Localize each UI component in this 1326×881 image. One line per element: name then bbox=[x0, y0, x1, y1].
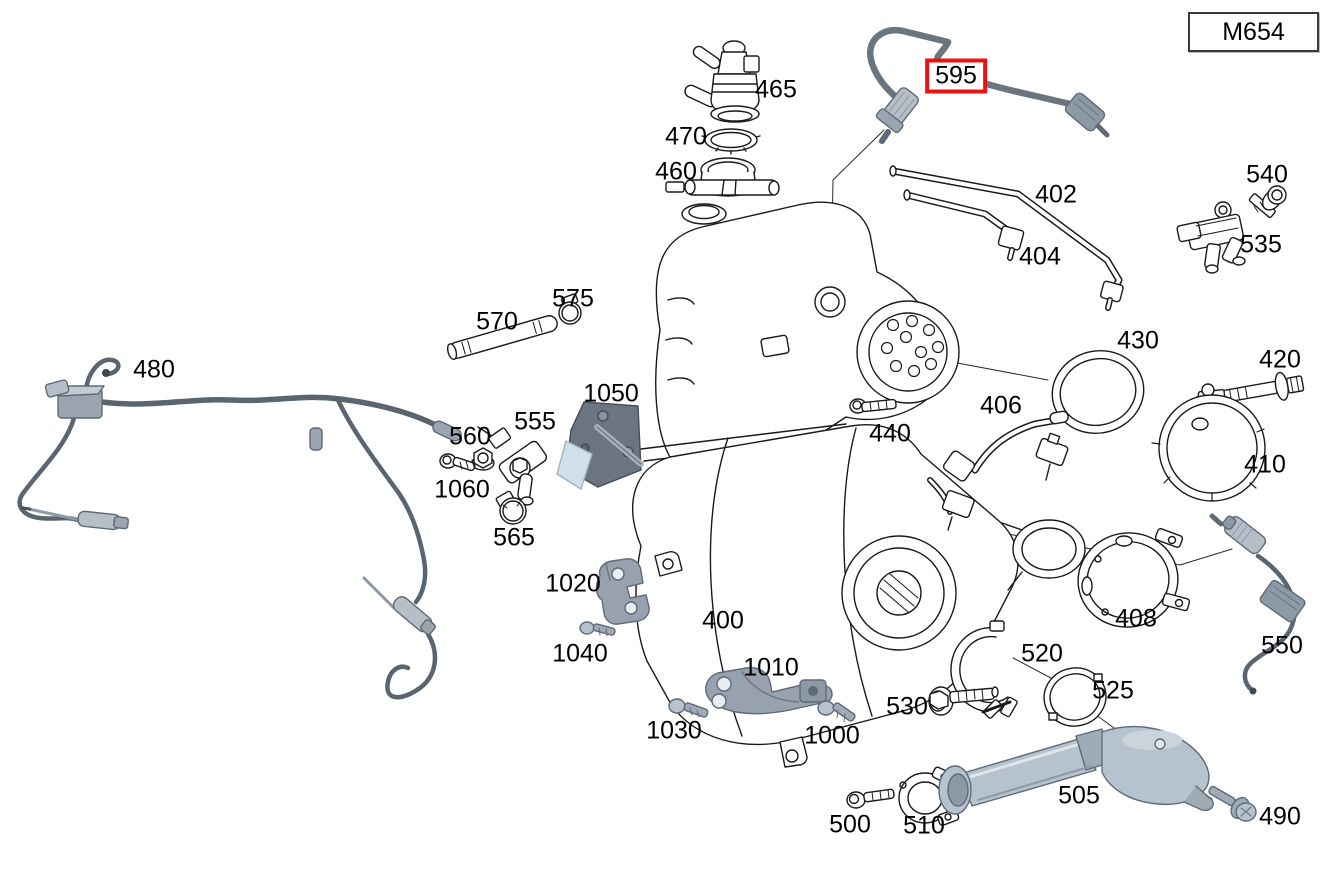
part-label-490[interactable]: 490 bbox=[1259, 802, 1301, 831]
part-500-drawing bbox=[846, 788, 895, 809]
part-label-510[interactable]: 510 bbox=[903, 811, 945, 840]
part-1050-drawing bbox=[556, 401, 644, 490]
part-label-404[interactable]: 404 bbox=[1019, 242, 1061, 271]
part-575-drawing bbox=[558, 293, 582, 325]
part-label-540[interactable]: 540 bbox=[1246, 160, 1288, 189]
part-label-402[interactable]: 402 bbox=[1035, 180, 1077, 209]
part-440-drawing bbox=[849, 398, 897, 414]
part-1040-drawing bbox=[579, 621, 616, 637]
part-530-drawing bbox=[928, 686, 999, 716]
part-label-440[interactable]: 440 bbox=[869, 419, 911, 448]
part-label-500[interactable]: 500 bbox=[829, 810, 871, 839]
part-label-565[interactable]: 565 bbox=[493, 523, 535, 552]
part-label-530[interactable]: 530 bbox=[886, 692, 928, 721]
part-595-drawing bbox=[867, 26, 1110, 144]
part-label-410[interactable]: 410 bbox=[1244, 450, 1286, 479]
part-label-460[interactable]: 460 bbox=[655, 157, 697, 186]
part-550-drawing bbox=[1209, 513, 1306, 695]
part-535-drawing bbox=[1176, 201, 1246, 274]
part-404-drawing bbox=[903, 189, 1025, 261]
part-540-drawing bbox=[1248, 185, 1287, 218]
part-470-drawing bbox=[701, 128, 761, 155]
part-406-drawing bbox=[927, 410, 1069, 531]
part-570-drawing bbox=[446, 315, 558, 361]
part-label-406[interactable]: 406 bbox=[980, 391, 1022, 420]
part-402-drawing bbox=[889, 165, 1124, 311]
part-label-1040[interactable]: 1040 bbox=[552, 639, 608, 668]
part-label-1010[interactable]: 1010 bbox=[743, 653, 799, 682]
part-465-drawing bbox=[684, 40, 760, 123]
part-label-480[interactable]: 480 bbox=[133, 355, 175, 384]
part-1030-drawing bbox=[668, 698, 709, 718]
part-label-1020[interactable]: 1020 bbox=[545, 569, 601, 598]
part-label-595-selected[interactable]: 595 bbox=[925, 58, 987, 94]
part-label-465[interactable]: 465 bbox=[755, 75, 797, 104]
part-label-525[interactable]: 525 bbox=[1092, 676, 1134, 705]
part-1020-drawing bbox=[595, 558, 650, 625]
part-1060-drawing bbox=[439, 453, 476, 472]
part-label-560[interactable]: 560 bbox=[449, 422, 491, 451]
part-480-drawing bbox=[17, 357, 462, 700]
part-410-drawing bbox=[1151, 383, 1266, 502]
part-525-drawing bbox=[1043, 667, 1107, 727]
part-565-drawing bbox=[495, 490, 527, 525]
part-1010-drawing bbox=[705, 666, 833, 715]
part-label-430[interactable]: 430 bbox=[1117, 326, 1159, 355]
model-code-badge: M654 bbox=[1188, 12, 1319, 52]
part-label-550[interactable]: 550 bbox=[1261, 631, 1303, 660]
part-505-drawing bbox=[938, 725, 1214, 815]
part-490-drawing bbox=[1208, 785, 1257, 822]
part-label-1050[interactable]: 1050 bbox=[583, 379, 639, 408]
part-label-520[interactable]: 520 bbox=[1021, 639, 1063, 668]
part-label-470[interactable]: 470 bbox=[665, 122, 707, 151]
part-430-drawing bbox=[1051, 349, 1145, 435]
part-label-505[interactable]: 505 bbox=[1058, 781, 1100, 810]
part-408-drawing bbox=[1077, 528, 1191, 628]
part-label-1000[interactable]: 1000 bbox=[804, 721, 860, 750]
part-555-drawing bbox=[477, 426, 548, 506]
part-1000-drawing bbox=[817, 700, 856, 723]
part-label-408[interactable]: 408 bbox=[1115, 604, 1157, 633]
part-560-drawing bbox=[471, 447, 495, 471]
part-label-570[interactable]: 570 bbox=[476, 307, 518, 336]
part-label-1030[interactable]: 1030 bbox=[646, 716, 702, 745]
part-label-555[interactable]: 555 bbox=[514, 407, 556, 436]
part-label-420[interactable]: 420 bbox=[1259, 345, 1301, 374]
engine-assembly-drawing bbox=[632, 201, 1086, 768]
part-label-575[interactable]: 575 bbox=[552, 284, 594, 313]
part-label-535[interactable]: 535 bbox=[1240, 230, 1282, 259]
part-460-drawing bbox=[665, 157, 780, 197]
part-label-400[interactable]: 400 bbox=[702, 606, 744, 635]
part-label-1060[interactable]: 1060 bbox=[434, 475, 490, 504]
